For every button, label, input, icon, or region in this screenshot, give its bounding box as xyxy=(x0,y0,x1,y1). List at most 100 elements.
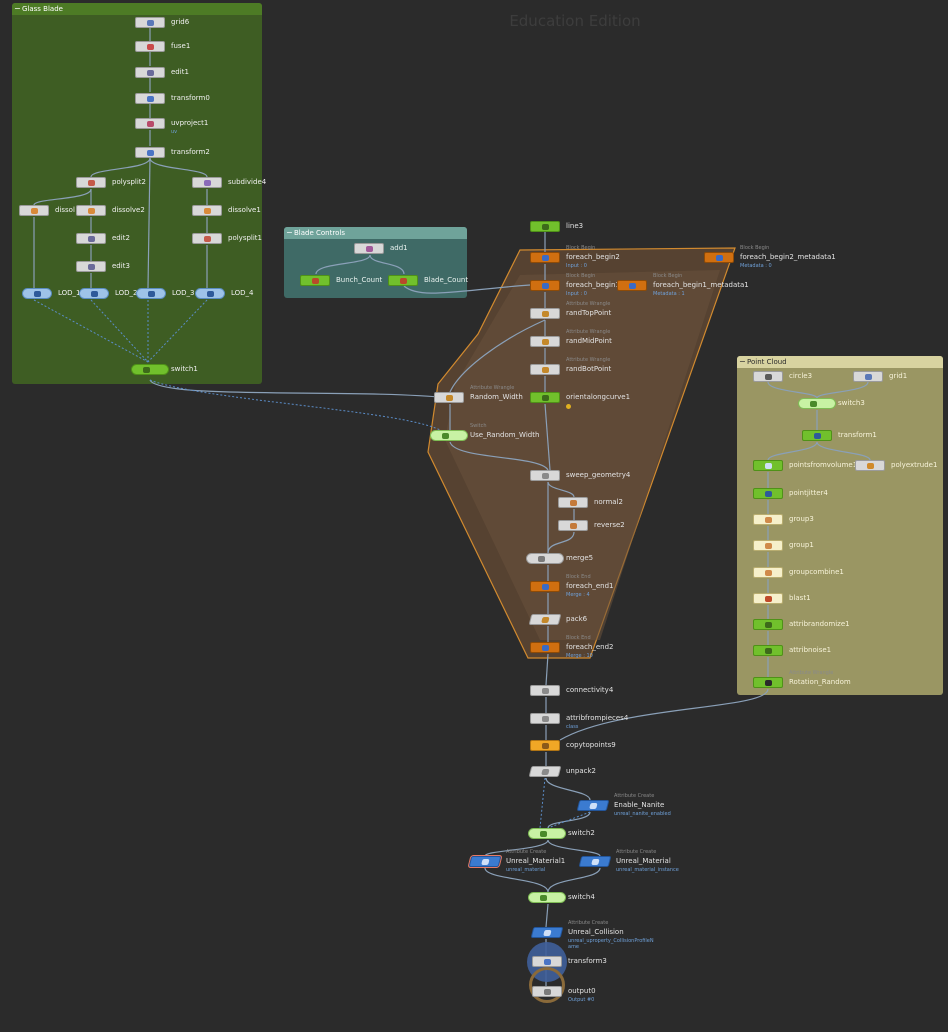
node-body[interactable] xyxy=(195,288,225,299)
node-body[interactable] xyxy=(530,252,560,263)
node-body[interactable] xyxy=(558,497,588,508)
node-label: dissolve2 xyxy=(112,206,145,214)
node-body[interactable] xyxy=(434,392,464,403)
node-body[interactable] xyxy=(430,430,468,441)
node-body[interactable] xyxy=(530,642,560,653)
node-body[interactable] xyxy=(19,205,49,216)
node-body[interactable] xyxy=(354,243,384,254)
node-body[interactable] xyxy=(136,288,166,299)
node-body[interactable] xyxy=(704,252,734,263)
node-body[interactable] xyxy=(530,392,560,403)
node-body[interactable] xyxy=(532,956,562,967)
node-body[interactable] xyxy=(76,177,106,188)
node-label: polysplit1 xyxy=(228,234,262,242)
node-body[interactable] xyxy=(855,460,885,471)
node-body[interactable] xyxy=(753,645,783,656)
node-body[interactable] xyxy=(22,288,52,299)
node-body[interactable] xyxy=(798,398,836,409)
node-body[interactable] xyxy=(802,430,832,441)
node-sublabel: unreal_material xyxy=(506,867,546,873)
node-type: Attribute Create xyxy=(616,849,657,855)
node-sublabel: Merge : 4 xyxy=(566,592,590,598)
node-body[interactable] xyxy=(853,371,883,382)
node-body[interactable] xyxy=(467,855,503,868)
node-type: Attribute Create xyxy=(506,849,547,855)
node-body[interactable] xyxy=(192,205,222,216)
node-body[interactable] xyxy=(135,67,165,78)
node-body[interactable] xyxy=(528,892,566,903)
node-body[interactable] xyxy=(530,927,564,938)
node-type: Block Begin xyxy=(566,273,596,279)
node-label: randTopPoint xyxy=(566,309,612,317)
netbox-blade-controls[interactable]: Blade Controls xyxy=(284,227,467,298)
netbox-title[interactable]: Point Cloud xyxy=(737,356,943,368)
node-body[interactable] xyxy=(135,147,165,158)
node-body[interactable] xyxy=(192,177,222,188)
node-label: group1 xyxy=(789,541,814,549)
node-label: transform1 xyxy=(838,431,877,439)
node-body[interactable] xyxy=(530,581,560,592)
node-body[interactable] xyxy=(578,856,612,867)
node-body[interactable] xyxy=(753,593,783,604)
node-label: attribfrompieces4 xyxy=(566,714,629,722)
node-label: grid1 xyxy=(889,372,908,380)
node-body[interactable] xyxy=(753,514,783,525)
node-label: grid6 xyxy=(171,18,190,26)
node-label: foreach_begin2_metadata1 xyxy=(740,253,836,261)
node-body[interactable] xyxy=(753,460,783,471)
node-body[interactable] xyxy=(135,17,165,28)
node-body[interactable] xyxy=(530,308,560,319)
node-body[interactable] xyxy=(530,364,560,375)
node-body[interactable] xyxy=(617,280,647,291)
node-body[interactable] xyxy=(388,275,418,286)
node-body[interactable] xyxy=(79,288,109,299)
node-label: add1 xyxy=(390,244,408,252)
node-body[interactable] xyxy=(192,233,222,244)
node-type: Attribute Wrangle xyxy=(566,301,611,307)
node-label: attribnoise1 xyxy=(789,646,832,654)
node-body[interactable] xyxy=(530,336,560,347)
node-label: edit1 xyxy=(171,68,189,76)
node-body[interactable] xyxy=(558,520,588,531)
node-body[interactable] xyxy=(576,800,610,811)
node-label: randMidPoint xyxy=(566,337,612,345)
node-body[interactable] xyxy=(526,553,564,564)
node-body[interactable] xyxy=(528,614,562,625)
node-body[interactable] xyxy=(135,41,165,52)
node-body[interactable] xyxy=(753,677,783,688)
node-sublabel: unreal_material_instance xyxy=(616,867,679,873)
node-label: transform0 xyxy=(171,94,210,102)
node-body[interactable] xyxy=(753,488,783,499)
node-body[interactable] xyxy=(76,233,106,244)
node-body[interactable] xyxy=(530,740,560,751)
node-label: switch3 xyxy=(838,399,865,407)
node-body[interactable] xyxy=(530,470,560,481)
node-body[interactable] xyxy=(753,371,783,382)
node-body[interactable] xyxy=(135,118,165,129)
node-label: edit3 xyxy=(112,262,130,270)
node-body[interactable] xyxy=(528,828,566,839)
netbox-title[interactable]: Blade Controls xyxy=(284,227,467,239)
node-body[interactable] xyxy=(131,364,169,375)
node-body[interactable] xyxy=(530,280,560,291)
netbox-title[interactable]: Glass Blade xyxy=(12,3,262,15)
node-body[interactable] xyxy=(532,986,562,997)
netbox-point-cloud[interactable]: Point Cloud xyxy=(737,356,943,695)
node-label: switch1 xyxy=(171,365,198,373)
node-body[interactable] xyxy=(530,685,560,696)
node-label: transform3 xyxy=(568,957,607,965)
node-sublabel: uv xyxy=(171,129,178,135)
node-body[interactable] xyxy=(76,261,106,272)
node-body[interactable] xyxy=(530,221,560,232)
node-body[interactable] xyxy=(135,93,165,104)
netbox-glass-blade[interactable]: Glass Blade xyxy=(12,3,262,384)
node-body[interactable] xyxy=(753,540,783,551)
node-body[interactable] xyxy=(530,713,560,724)
node-body[interactable] xyxy=(753,567,783,578)
node-body[interactable] xyxy=(528,766,562,777)
node-body[interactable] xyxy=(300,275,330,286)
node-body[interactable] xyxy=(76,205,106,216)
node-type: Attribute Wrangle xyxy=(789,670,834,676)
node-body[interactable] xyxy=(753,619,783,630)
